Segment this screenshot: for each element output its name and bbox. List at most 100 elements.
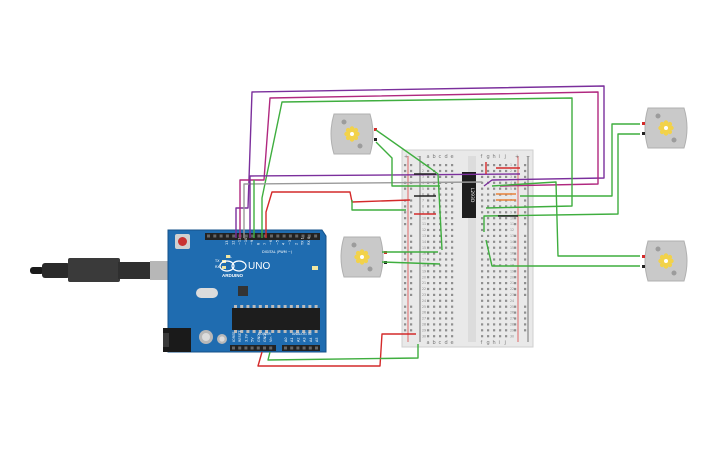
breadboard-hole[interactable]: [427, 317, 430, 320]
breadboard-hole[interactable]: [433, 175, 436, 178]
breadboard-hole[interactable]: [445, 293, 448, 296]
wire-motor-ml-b[interactable]: [381, 261, 441, 265]
breadboard-hole[interactable]: [427, 193, 430, 196]
digital-pin-hole[interactable]: [225, 234, 229, 238]
dc-motor[interactable]: [340, 236, 387, 278]
breadboard-hole[interactable]: [445, 234, 448, 237]
breadboard-hole[interactable]: [433, 164, 436, 167]
breadboard-hole[interactable]: [487, 323, 490, 326]
breadboard-hole[interactable]: [427, 305, 430, 308]
rail-hole[interactable]: [524, 246, 527, 249]
breadboard-hole[interactable]: [451, 264, 454, 267]
rail-hole[interactable]: [404, 311, 407, 314]
breadboard-hole[interactable]: [451, 211, 454, 214]
dc-motor[interactable]: [642, 240, 688, 282]
breadboard-hole[interactable]: [481, 299, 484, 302]
breadboard-hole[interactable]: [505, 282, 508, 285]
breadboard-hole[interactable]: [487, 228, 490, 232]
breadboard-hole[interactable]: [433, 187, 436, 190]
breadboard-hole[interactable]: [505, 187, 508, 190]
rail-hole[interactable]: [514, 305, 517, 308]
breadboard-hole[interactable]: [481, 223, 484, 226]
breadboard-hole[interactable]: [439, 276, 442, 279]
breadboard-hole[interactable]: [505, 240, 508, 243]
breadboard-hole[interactable]: [451, 169, 454, 173]
analog-pin-hole[interactable]: [315, 346, 318, 350]
breadboard-hole[interactable]: [487, 270, 490, 273]
breadboard-hole[interactable]: [427, 335, 430, 338]
digital-pin-hole[interactable]: [232, 234, 236, 238]
rail-hole[interactable]: [514, 234, 517, 237]
breadboard-hole[interactable]: [499, 329, 502, 332]
motor-terminal[interactable]: [642, 265, 645, 268]
breadboard-hole[interactable]: [505, 335, 508, 338]
breadboard-hole[interactable]: [445, 240, 448, 243]
breadboard-hole[interactable]: [487, 211, 490, 214]
breadboard-hole[interactable]: [451, 323, 454, 326]
rail-hole[interactable]: [404, 217, 407, 220]
breadboard-hole[interactable]: [433, 317, 436, 320]
breadboard-hole[interactable]: [445, 270, 448, 273]
breadboard-hole[interactable]: [433, 311, 436, 314]
breadboard-hole[interactable]: [445, 317, 448, 320]
rail-hole[interactable]: [524, 169, 527, 173]
breadboard-hole[interactable]: [439, 329, 442, 332]
rail-hole[interactable]: [524, 199, 527, 202]
rail-hole[interactable]: [524, 293, 527, 296]
rail-hole[interactable]: [410, 282, 413, 285]
breadboard-hole[interactable]: [493, 234, 496, 237]
analog-pin-hole[interactable]: [308, 346, 312, 350]
breadboard-hole[interactable]: [493, 276, 496, 279]
breadboard-hole[interactable]: [487, 240, 490, 243]
wire-gray[interactable]: [243, 181, 483, 238]
rail-hole[interactable]: [404, 234, 407, 237]
breadboard-hole[interactable]: [499, 246, 502, 249]
digital-pin-hole[interactable]: [263, 234, 267, 238]
breadboard-hole[interactable]: [427, 217, 430, 220]
breadboard-hole[interactable]: [451, 246, 454, 249]
breadboard-hole[interactable]: [487, 264, 490, 267]
rail-hole[interactable]: [514, 293, 517, 296]
breadboard-hole[interactable]: [427, 299, 430, 302]
motor-terminal[interactable]: [374, 138, 377, 141]
breadboard-hole[interactable]: [427, 211, 430, 214]
breadboard-hole[interactable]: [433, 270, 436, 273]
breadboard-hole[interactable]: [493, 270, 496, 273]
wire-red-bottom[interactable]: [257, 333, 416, 367]
breadboard-hole[interactable]: [445, 299, 448, 302]
rail-hole[interactable]: [524, 217, 527, 220]
breadboard-hole[interactable]: [451, 299, 454, 302]
breadboard-hole[interactable]: [433, 264, 436, 267]
breadboard-hole[interactable]: [445, 199, 448, 202]
breadboard-hole[interactable]: [499, 187, 502, 190]
breadboard-hole[interactable]: [445, 175, 448, 178]
rail-hole[interactable]: [524, 287, 527, 291]
breadboard-hole[interactable]: [487, 299, 490, 302]
digital-pin-hole[interactable]: [288, 234, 292, 238]
breadboard-hole[interactable]: [481, 323, 484, 326]
breadboard-hole[interactable]: [439, 311, 442, 314]
breadboard-hole[interactable]: [487, 276, 490, 279]
breadboard-hole[interactable]: [433, 335, 436, 338]
rail-hole[interactable]: [514, 175, 517, 178]
breadboard-hole[interactable]: [439, 264, 442, 267]
rail-hole[interactable]: [524, 329, 527, 332]
breadboard-hole[interactable]: [451, 193, 454, 196]
breadboard-hole[interactable]: [427, 240, 430, 243]
analog-pin-hole[interactable]: [302, 346, 306, 350]
breadboard-hole[interactable]: [481, 287, 484, 291]
breadboard-hole[interactable]: [505, 258, 508, 261]
breadboard-hole[interactable]: [499, 175, 502, 178]
digital-pin-hole[interactable]: [207, 234, 210, 238]
breadboard-hole[interactable]: [493, 317, 496, 320]
breadboard-hole[interactable]: [433, 282, 436, 285]
breadboard-hole[interactable]: [427, 293, 430, 296]
rail-hole[interactable]: [524, 240, 527, 243]
breadboard-hole[interactable]: [451, 329, 454, 332]
rail-hole[interactable]: [524, 223, 527, 226]
rail-hole[interactable]: [524, 181, 527, 184]
breadboard-hole[interactable]: [451, 228, 454, 232]
breadboard-hole[interactable]: [433, 234, 436, 237]
breadboard-hole[interactable]: [445, 217, 448, 220]
